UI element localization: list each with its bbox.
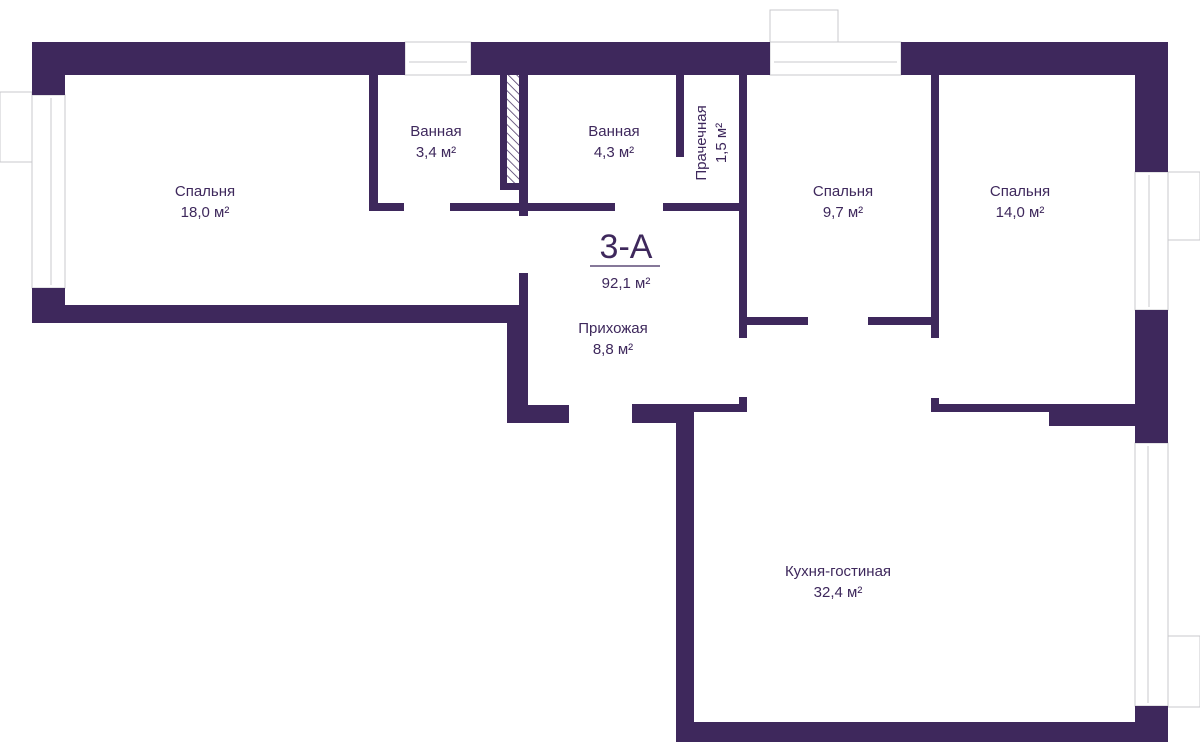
room-bathroom-2: Ванная 4,3 м²: [588, 123, 639, 161]
room-name: Прихожая: [578, 320, 648, 337]
apartment-code: 3-A: [600, 228, 653, 266]
balcony-right-upper: [1167, 171, 1200, 241]
room-name: Кухня-гостиная: [785, 563, 891, 580]
room-kitchen-living: Кухня-гостиная 32,4 м²: [785, 563, 891, 601]
room-area: 4,3 м²: [594, 144, 634, 161]
room-bathroom-1: Ванная 3,4 м²: [410, 123, 461, 161]
room-name: Спальня: [175, 183, 235, 200]
walls: [32, 42, 1168, 742]
balcony-left: [0, 91, 33, 163]
apartment-total-area: 92,1 м²: [602, 275, 651, 292]
room-name: Спальня: [813, 183, 873, 200]
room-area: 14,0 м²: [996, 204, 1045, 221]
balcony-top: [769, 9, 839, 43]
room-name: Спальня: [990, 183, 1050, 200]
windows: [0, 9, 1200, 708]
window-bath: [404, 41, 472, 76]
window-right-lower: [1134, 442, 1169, 707]
room-bedroom-1: Спальня 18,0 м²: [175, 183, 235, 221]
room-name: Прачечная: [693, 105, 710, 180]
room-bedroom-3: Спальня 14,0 м²: [990, 183, 1050, 221]
window-left: [31, 94, 66, 289]
window-top: [769, 41, 902, 76]
room-laundry: Прачечная 1,5 м²: [693, 105, 730, 180]
room-area: 1,5 м²: [713, 123, 730, 163]
room-area: 8,8 м²: [593, 341, 633, 358]
room-area: 32,4 м²: [814, 584, 863, 601]
room-area: 3,4 м²: [416, 144, 456, 161]
room-area: 18,0 м²: [181, 204, 230, 221]
room-area: 9,7 м²: [823, 204, 863, 221]
balcony-right-lower: [1167, 635, 1200, 708]
ventilation-shaft: [507, 75, 519, 183]
room-hallway: Прихожая 8,8 м²: [578, 320, 648, 358]
room-name: Ванная: [588, 123, 639, 140]
window-right-upper: [1134, 171, 1169, 311]
room-bedroom-2: Спальня 9,7 м²: [813, 183, 873, 221]
room-name: Ванная: [410, 123, 461, 140]
